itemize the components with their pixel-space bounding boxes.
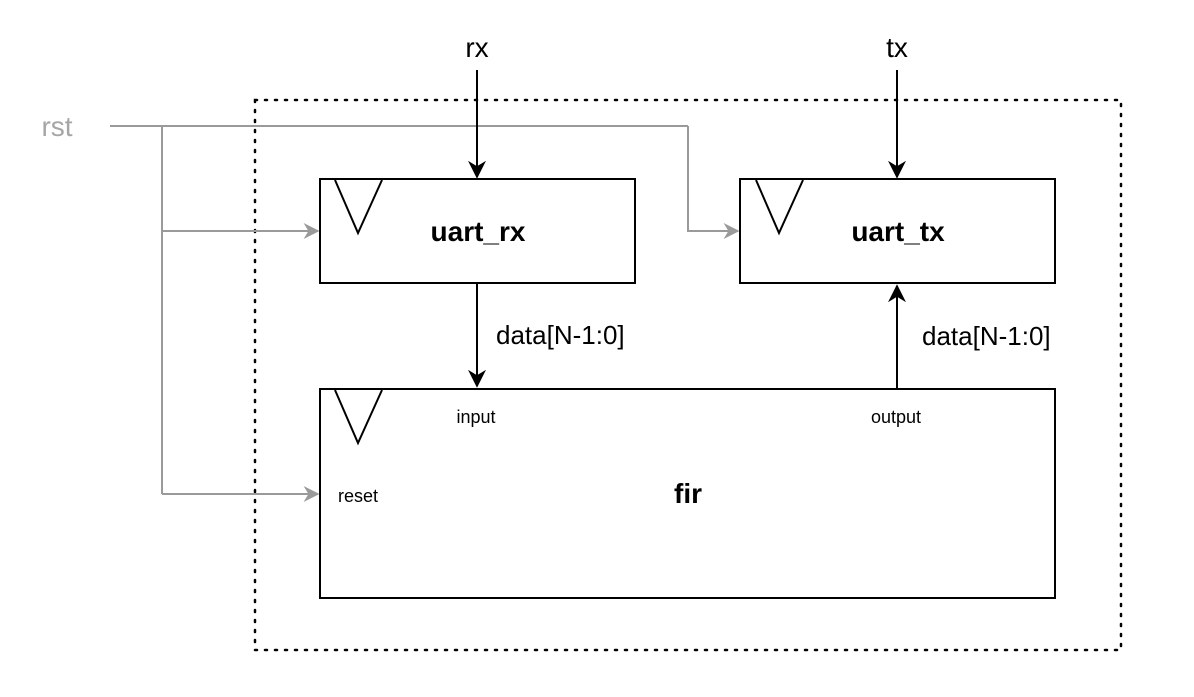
tx-signal-label: tx xyxy=(886,32,908,63)
uart-tx-name: uart_tx xyxy=(851,216,945,247)
fir-name: fir xyxy=(674,478,702,509)
fir-to-tx-bus-label: data[N-1:0] xyxy=(922,321,1051,351)
fir-output-port-label: output xyxy=(871,407,921,427)
uart-tx-box xyxy=(739,178,1056,284)
uart-rx-box xyxy=(319,178,636,284)
uart-rx-name: uart_rx xyxy=(431,216,526,247)
fir-block: input output reset fir xyxy=(319,388,1056,599)
uart-rx-block: uart_rx xyxy=(319,178,636,284)
fir-box xyxy=(319,388,1056,599)
reset-net xyxy=(110,125,740,502)
uart-rx-clock-icon xyxy=(334,179,383,236)
uart-tx-clock-icon xyxy=(755,179,804,236)
fir-clock-icon xyxy=(334,389,383,446)
rx-to-fir-bus-label: data[N-1:0] xyxy=(496,320,625,350)
reset-to-uart-tx-arrow xyxy=(687,126,740,239)
top-module-boundary xyxy=(253,98,1123,652)
fir-reset-port-label: reset xyxy=(338,486,378,506)
uart-tx-block: uart_tx xyxy=(739,178,1056,284)
rx-signal-label: rx xyxy=(465,32,488,63)
rst-signal-label: rst xyxy=(41,111,72,142)
fir-input-port-label: input xyxy=(456,407,495,427)
